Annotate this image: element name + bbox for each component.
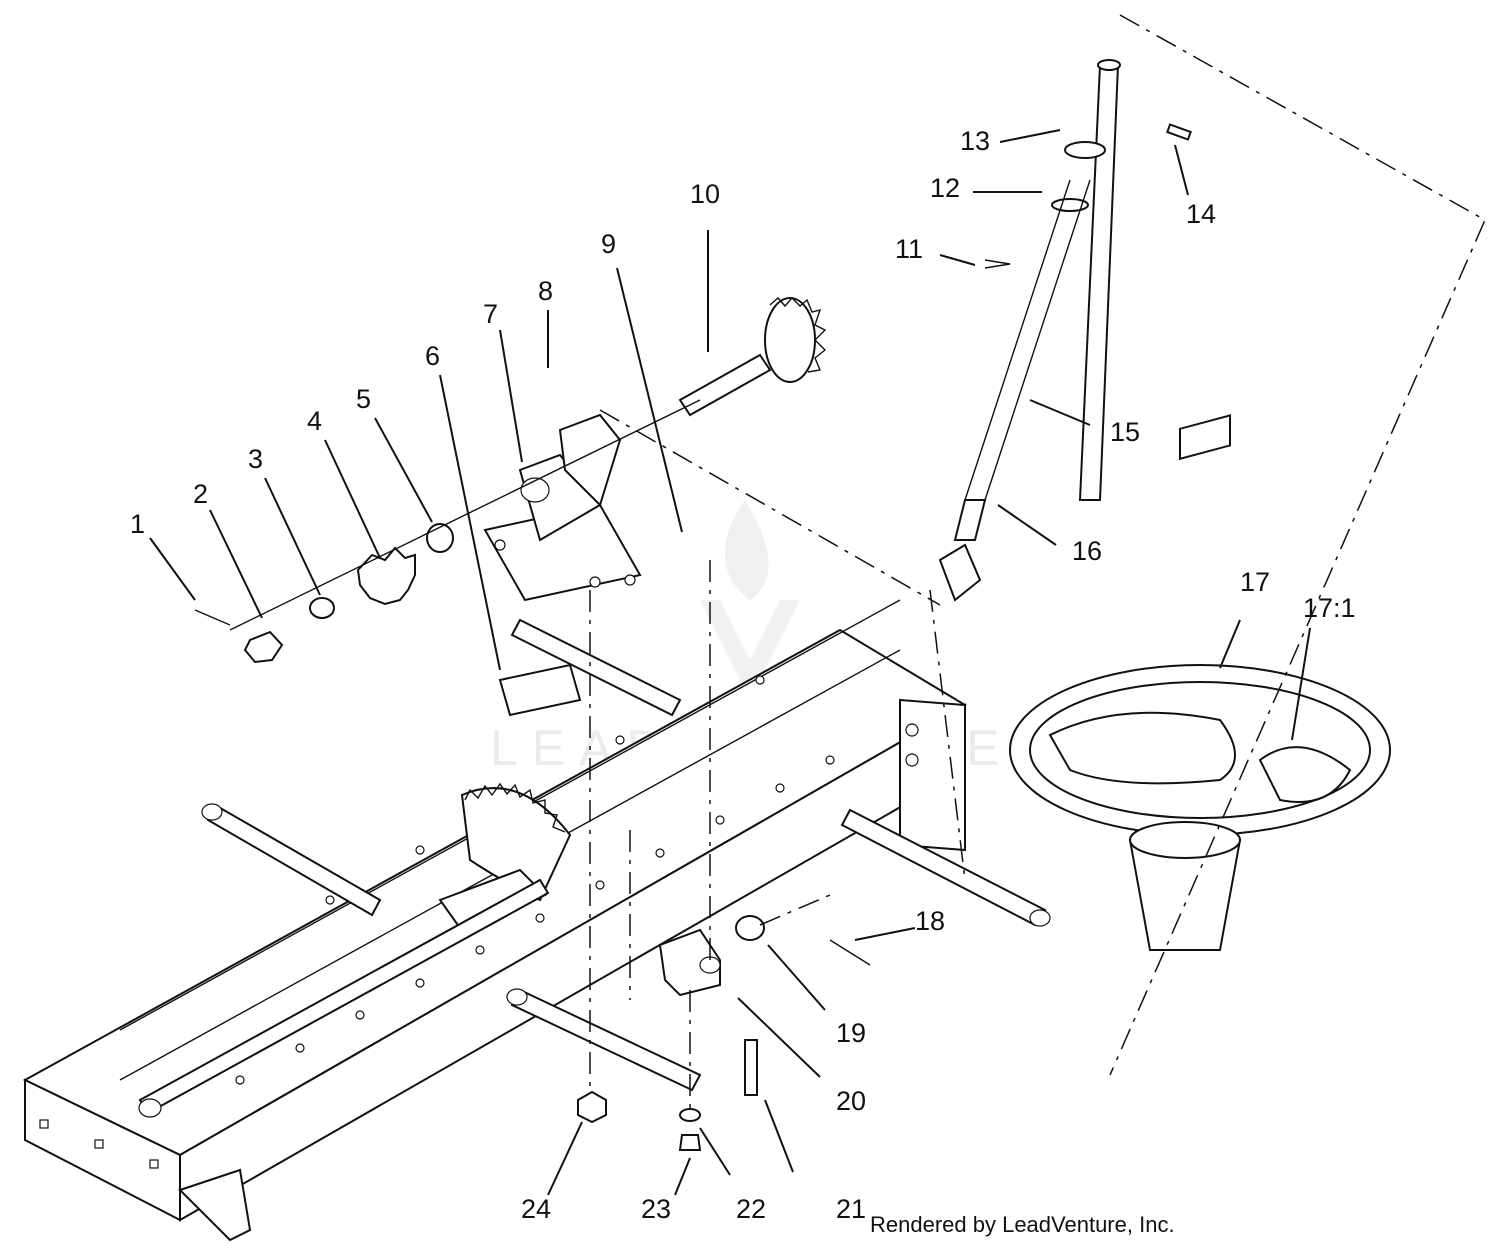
callout-18: 18 (915, 906, 945, 936)
callout-10: 10 (690, 179, 720, 209)
callout-23: 23 (641, 1194, 671, 1224)
callout-22: 22 (736, 1194, 766, 1224)
sector-gear (438, 782, 572, 937)
callout-12: 12 (930, 173, 960, 203)
callout-17-1: 17:1 (1303, 593, 1356, 623)
credit-text: Rendered by LeadVenture, Inc. (870, 1212, 1175, 1237)
drag-link (138, 878, 550, 1118)
small-parts-lower (577, 915, 871, 1151)
callout-16: 16 (1072, 536, 1102, 566)
steering-column (938, 59, 1192, 602)
callout-11: 11 (895, 234, 923, 264)
callout-19: 19 (836, 1018, 866, 1048)
callout-6: 6 (425, 341, 440, 371)
watermark-logo (700, 500, 800, 700)
callout-21: 21 (836, 1194, 866, 1224)
reference-lines (589, 14, 1486, 1110)
callout-24: 24 (521, 1194, 551, 1224)
callout-15: 15 (1110, 417, 1140, 447)
small-parts-left (194, 399, 701, 664)
steering-bracket (483, 413, 642, 717)
callout-1: 1 (130, 509, 145, 539)
steering-wheel (1009, 414, 1391, 951)
callout-8: 8 (538, 276, 553, 306)
callout-13: 13 (960, 126, 990, 156)
callout-7: 7 (483, 299, 498, 329)
callout-9: 9 (601, 229, 616, 259)
callout-2: 2 (193, 479, 208, 509)
leader-lines (149, 129, 1311, 1196)
callout-4: 4 (307, 406, 322, 436)
cross-tubes (201, 618, 1051, 1092)
callout-14: 14 (1186, 199, 1216, 229)
callout-labels: 1 2 3 4 5 6 7 8 9 10 11 12 13 14 15 16 1… (130, 126, 1356, 1224)
pinion-shaft (678, 296, 827, 417)
callout-17: 17 (1240, 567, 1270, 597)
callout-5: 5 (356, 384, 371, 414)
frame-holes (39, 675, 919, 1169)
callout-20: 20 (836, 1086, 866, 1116)
callout-3: 3 (248, 444, 263, 474)
